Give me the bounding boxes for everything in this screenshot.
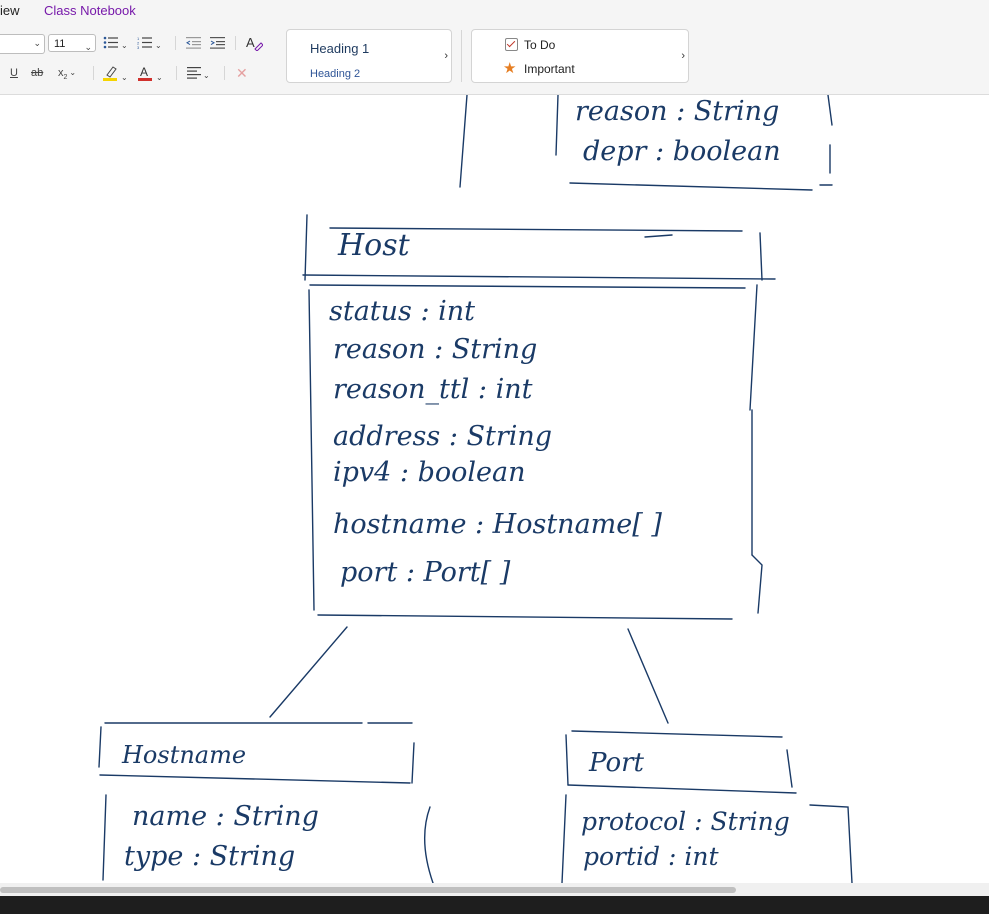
style-heading-1[interactable]: Heading 1 — [310, 41, 370, 56]
tags-gallery[interactable]: To Do ★ Important › — [471, 29, 689, 83]
ribbon-separator — [93, 66, 94, 80]
ink-hostname-field: name : String — [132, 801, 319, 832]
clear-formatting-icon[interactable]: A — [246, 35, 264, 54]
ink-host-field: reason : String — [333, 334, 537, 365]
decrease-indent-icon[interactable] — [186, 36, 201, 52]
tag-important[interactable]: Important — [524, 62, 575, 76]
ink-hostname-title: Hostname — [121, 741, 246, 769]
star-icon: ★ — [503, 60, 517, 77]
delete-icon[interactable]: ✕ — [236, 65, 248, 81]
svg-text:2: 2 — [137, 41, 140, 46]
ribbon-separator — [235, 36, 236, 50]
style-heading-2[interactable]: Heading 2 — [310, 68, 361, 80]
tag-todo[interactable]: To Do — [524, 38, 556, 52]
bullet-list-icon[interactable]: ⌄ — [103, 36, 128, 53]
ink-top-line-1: reason : String — [575, 96, 779, 127]
ink-host-field: port : Port[ ] — [340, 557, 511, 588]
underline-icon[interactable]: U — [10, 67, 18, 79]
chevron-right-icon[interactable]: › — [444, 50, 448, 62]
ink-hostname-field: type : String — [124, 841, 295, 872]
chevron-down-icon: ⌄ — [84, 42, 92, 52]
font-name-dropdown[interactable]: ⌄ — [0, 34, 45, 54]
ink-top-line-2: depr : boolean — [583, 136, 781, 167]
increase-indent-icon[interactable] — [210, 36, 225, 52]
strikethrough-icon[interactable]: ab — [31, 67, 44, 79]
ink-port-field: protocol : String — [581, 807, 790, 836]
tab-class-notebook[interactable]: Class Notebook — [44, 3, 136, 18]
tab-view[interactable]: iew — [0, 3, 20, 18]
ribbon-separator — [461, 30, 462, 82]
subscript-icon[interactable]: x2⌄ — [58, 67, 77, 82]
ink-port-title: Port — [588, 748, 645, 778]
ink-drawing: reason : String depr : boolean Host stat… — [98, 95, 853, 883]
horizontal-scrollbar[interactable] — [0, 883, 989, 896]
font-color-icon[interactable]: A⌄ — [138, 65, 163, 82]
ink-host-field: reason_ttl : int — [333, 374, 533, 405]
svg-text:A: A — [140, 65, 148, 79]
align-icon[interactable]: ⌄ — [187, 67, 210, 83]
todo-checkbox-icon — [505, 38, 518, 51]
font-size-value: 11 — [54, 38, 66, 50]
font-size-dropdown[interactable]: 11 ⌄ — [48, 34, 96, 52]
highlighter-icon[interactable]: ⌄ — [103, 65, 128, 85]
bottom-bar — [0, 896, 989, 914]
ribbon-separator — [224, 66, 225, 80]
ink-host-field: status : int — [329, 296, 475, 327]
ink-host-field: address : String — [333, 421, 552, 452]
ribbon-separator — [176, 66, 177, 80]
page-canvas[interactable]: reason : String depr : boolean Host stat… — [0, 95, 989, 883]
ink-host-field: ipv4 : boolean — [333, 457, 526, 488]
svg-text:3: 3 — [137, 45, 140, 49]
styles-gallery[interactable]: Heading 1 Heading 2 › — [286, 29, 452, 83]
ink-host-title: Host — [337, 228, 411, 263]
ribbon-separator — [175, 36, 176, 50]
ribbon-tab-row: iew Class Notebook — [0, 0, 989, 22]
chevron-down-icon: ⌄ — [33, 38, 41, 48]
svg-text:1: 1 — [137, 36, 140, 41]
svg-text:A: A — [246, 35, 255, 50]
ink-port-field: portid : int — [583, 842, 719, 871]
chevron-right-icon[interactable]: › — [681, 50, 685, 62]
ink-host-field: hostname : Hostname[ ] — [333, 509, 662, 540]
scrollbar-thumb[interactable] — [0, 887, 736, 893]
